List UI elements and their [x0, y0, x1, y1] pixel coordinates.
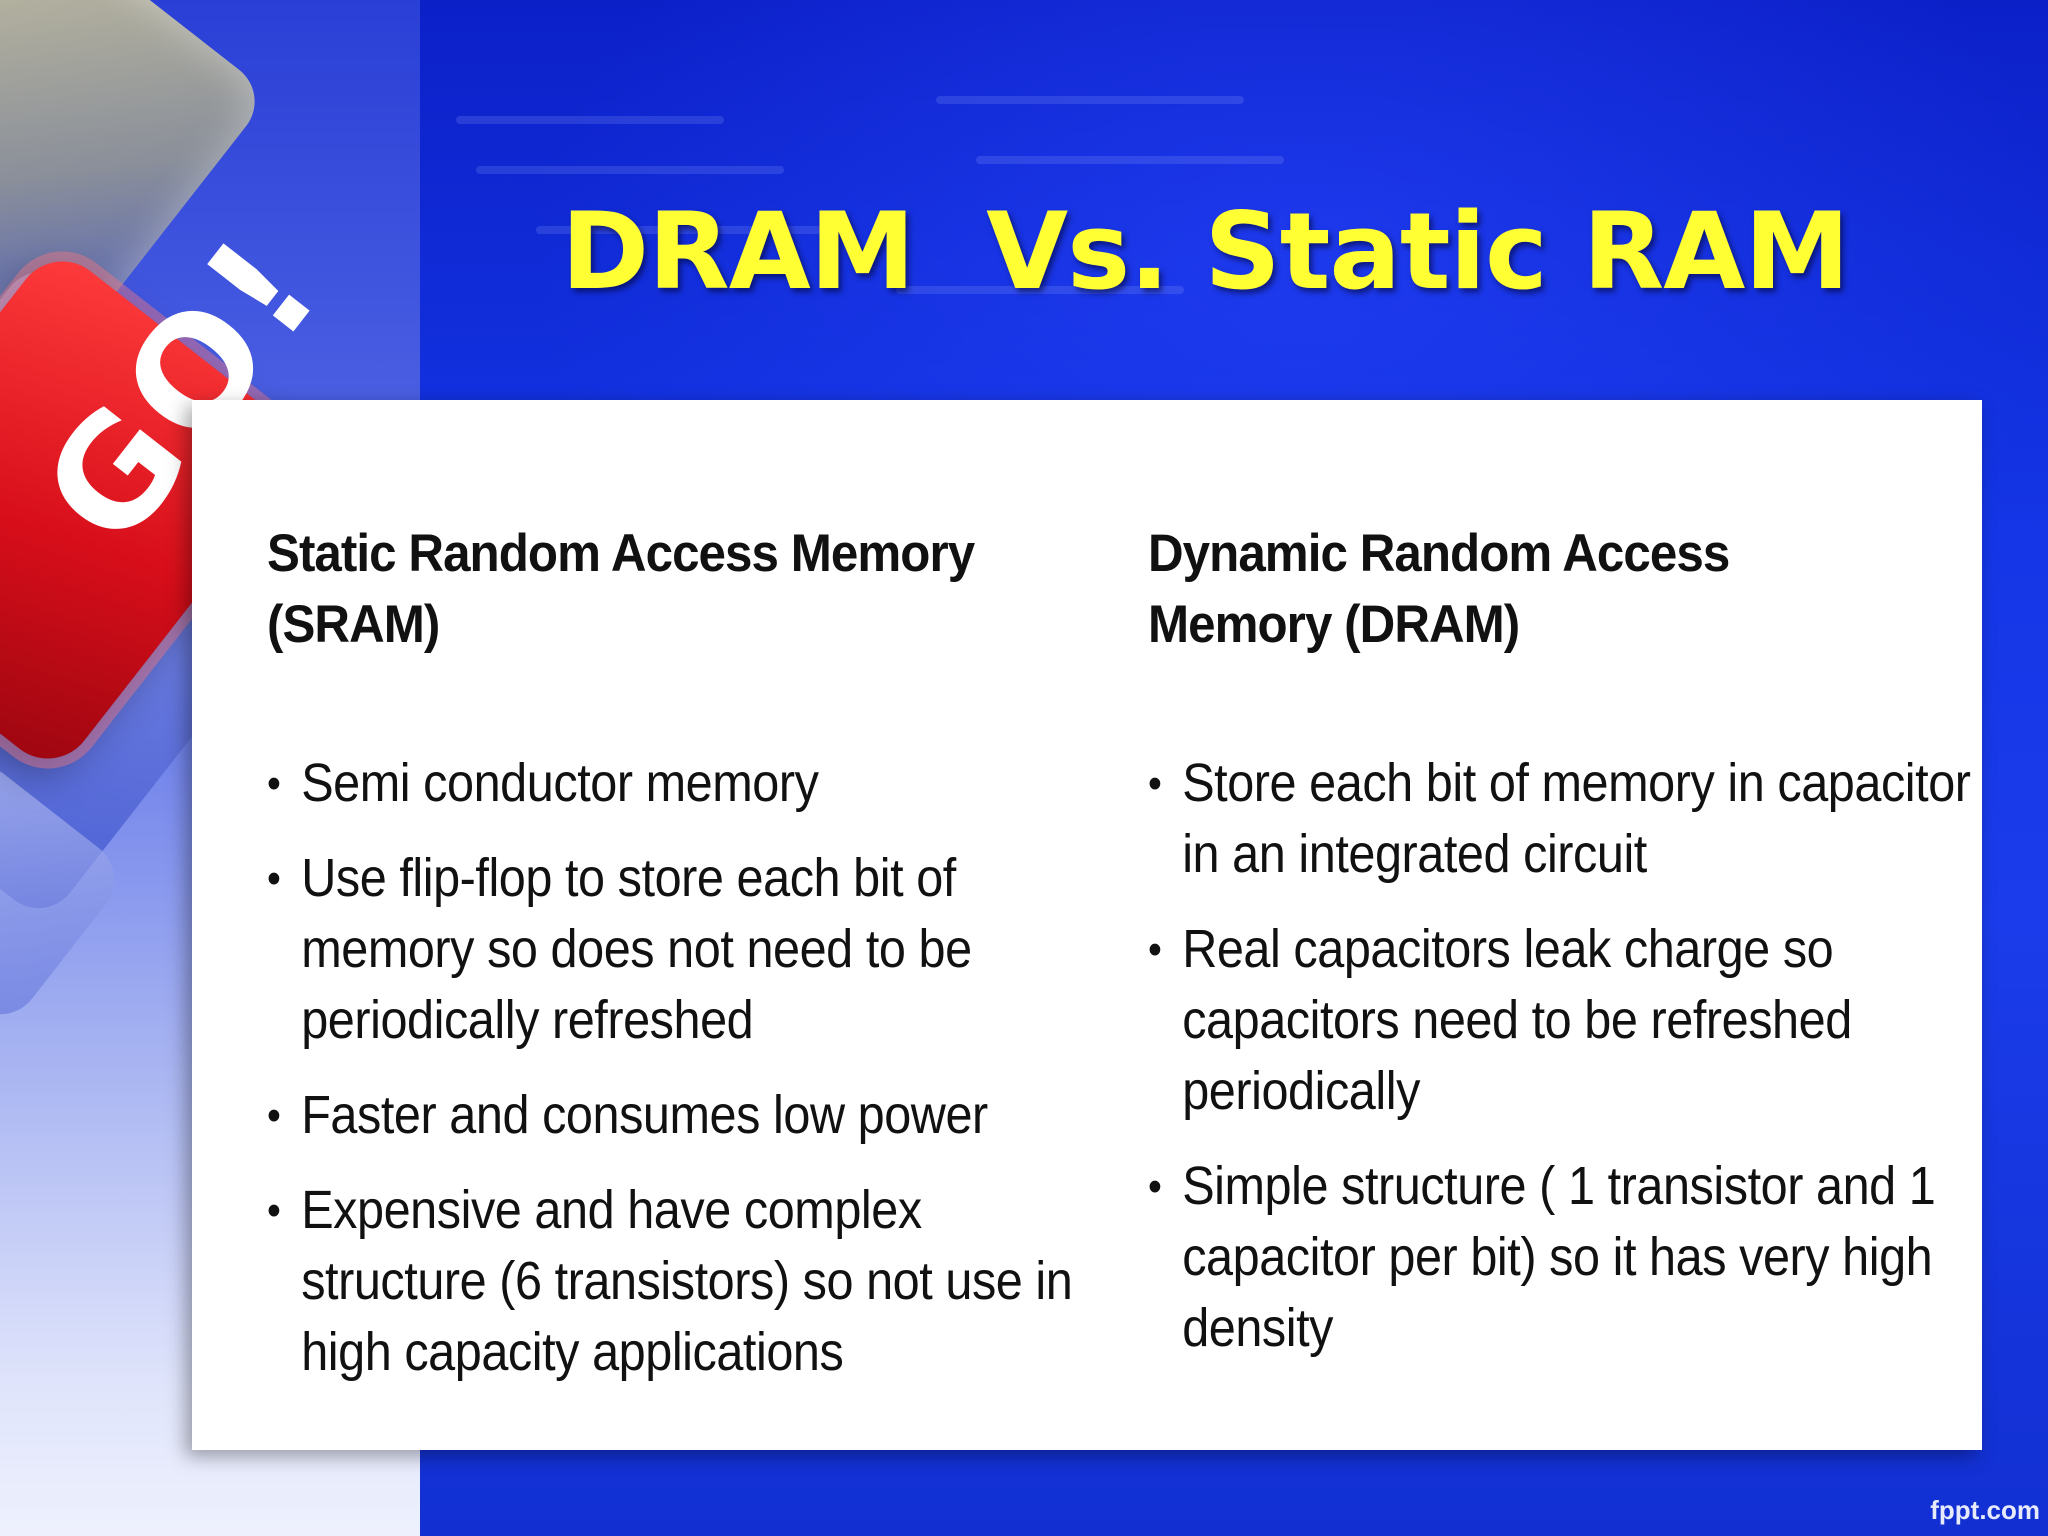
- bullet-text: Simple structure ( 1 transistor and 1 ca…: [1182, 1156, 1936, 1358]
- bullet-text: Expensive and have complex structure (6 …: [301, 1180, 1073, 1382]
- bullet-item: • Use flip-flop to store each bit of mem…: [267, 843, 1093, 1056]
- dram-heading: Dynamic Random Access Memory (DRAM): [1148, 524, 1730, 654]
- bullet-text: Semi conductor memory: [301, 753, 819, 813]
- bullet-dot-icon: •: [1148, 759, 1162, 808]
- bullet-item: • Semi conductor memory: [267, 748, 1093, 819]
- dram-bullet-list: • Store each bit of memory in capacitor …: [1148, 748, 1971, 1364]
- bullet-dot-icon: •: [267, 1091, 281, 1140]
- bullet-dot-icon: •: [267, 759, 281, 808]
- background-pattern: [456, 96, 1284, 294]
- sram-column: Static Random Access Memory (SRAM) • Sem…: [267, 518, 1087, 1412]
- watermark: fppt.com: [1930, 1495, 2040, 1525]
- bullet-dot-icon: •: [267, 1186, 281, 1235]
- sram-bullet-list: • Semi conductor memory • Use flip-flop …: [267, 748, 1087, 1388]
- bullet-dot-icon: •: [267, 854, 281, 903]
- content-panel: Static Random Access Memory (SRAM) • Sem…: [192, 400, 1982, 1450]
- bullet-dot-icon: •: [1148, 925, 1162, 974]
- slide-title: DRAM Vs. Static RAM: [561, 190, 1850, 314]
- bullet-item: • Expensive and have complex structure (…: [267, 1175, 1093, 1388]
- bullet-text: Faster and consumes low power: [301, 1085, 988, 1145]
- bullet-text: Real capacitors leak charge so capacitor…: [1182, 919, 1852, 1121]
- bullet-text: Use flip-flop to store each bit of memor…: [301, 848, 972, 1050]
- bullet-text: Store each bit of memory in capacitor in…: [1182, 753, 1971, 884]
- bullet-item: • Faster and consumes low power: [267, 1080, 1093, 1151]
- bullet-dot-icon: •: [1148, 1162, 1162, 1211]
- dram-column: Dynamic Random Access Memory (DRAM) • St…: [1148, 518, 1971, 1388]
- bullet-item: • Real capacitors leak charge so capacit…: [1148, 914, 1974, 1127]
- bullet-item: • Store each bit of memory in capacitor …: [1148, 748, 1974, 890]
- bullet-item: • Simple structure ( 1 transistor and 1 …: [1148, 1151, 1974, 1364]
- sram-heading: Static Random Access Memory (SRAM): [267, 524, 975, 654]
